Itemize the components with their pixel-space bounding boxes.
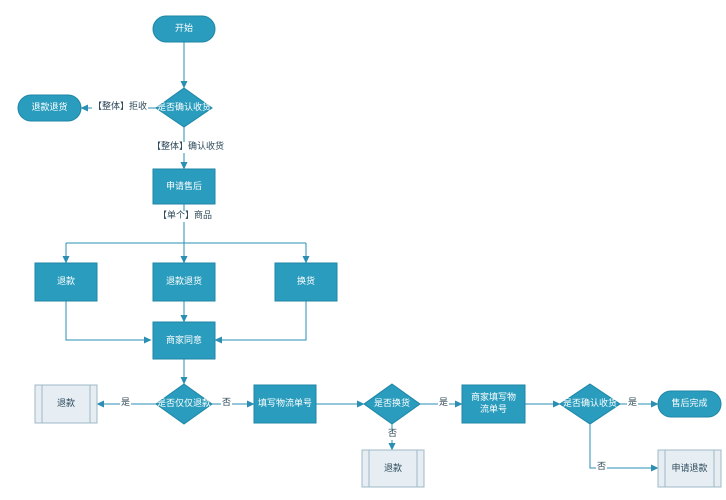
- fill-tracking-label: 填写物流单号: [257, 399, 312, 409]
- subprocess-lines-right: [664, 450, 715, 487]
- merchant-tracking-box: [461, 384, 526, 424]
- refund-label: 退款: [56, 277, 75, 287]
- start-label: 开始: [174, 24, 193, 34]
- refund-only-label: 是否仅仅退款: [156, 399, 211, 409]
- merchant-tracking-label: 商家填写物流单号: [470, 393, 516, 415]
- refund-subprocess-left-label: 退款: [56, 399, 75, 409]
- confirm-receipt-label: 是否确认收货: [156, 103, 211, 113]
- apply-refund-label: 申请退款: [671, 463, 708, 474]
- edge-label-no-1: 否: [221, 398, 233, 409]
- merchant-agree-label: 商家同意: [165, 335, 202, 346]
- edge-refund-to-merchant: [65, 301, 152, 344]
- edge-label-single-item: 【单个】商品: [157, 211, 214, 222]
- refund-return-box: [152, 262, 216, 302]
- refund-box: [34, 262, 98, 302]
- exchange-box: [274, 262, 338, 302]
- exchange-diamond: [363, 383, 421, 425]
- confirm-receipt-2-label: 是否确认收货: [562, 399, 617, 409]
- edge-apply-to-split: [66, 204, 306, 244]
- refund-subprocess-left: [34, 384, 98, 424]
- edge-exchange-to-merchant: [214, 301, 307, 344]
- edge-label-reject: 【整体】拒收: [92, 102, 149, 113]
- subprocess-lines-left: [41, 385, 91, 423]
- edge-confirm2-no-to-apply-refund: [589, 424, 659, 472]
- after-sale-done-terminal: [657, 390, 722, 418]
- edge-label-yes-3: 是: [627, 398, 639, 409]
- exchange-decision-label: 是否换货: [373, 399, 410, 409]
- edge-label-no-3: 否: [596, 462, 608, 473]
- apply-after-sale-box: [152, 168, 216, 205]
- apply-refund-subprocess: [657, 449, 722, 488]
- fill-tracking-box: [253, 384, 317, 424]
- confirm-receipt-diamond: [155, 87, 213, 128]
- confirm-receipt-2-diamond: [559, 383, 621, 425]
- after-sale-done-label: 售后完成: [671, 399, 708, 409]
- subprocess-lines-bottom: [368, 450, 418, 487]
- edge-label-yes-2: 是: [438, 398, 450, 409]
- refund-subprocess-bottom: [361, 449, 425, 488]
- refund-return-top-label: 退款退货: [31, 103, 68, 113]
- apply-after-sale-label: 申请售后: [165, 181, 202, 192]
- refund-return-label: 退款退货: [165, 277, 202, 287]
- start-terminal: [152, 15, 216, 43]
- refund-only-diamond: [155, 383, 213, 425]
- refund-return-top-terminal: [17, 94, 82, 122]
- edge-label-yes-1: 是: [120, 398, 132, 409]
- edge-label-whole-confirm: 【整体】确认收货: [151, 142, 226, 153]
- edge-label-no-2: 否: [387, 429, 399, 440]
- exchange-label: 换货: [296, 277, 315, 287]
- merchant-agree-box: [152, 321, 216, 360]
- refund-subprocess-bottom-label: 退款: [383, 463, 402, 474]
